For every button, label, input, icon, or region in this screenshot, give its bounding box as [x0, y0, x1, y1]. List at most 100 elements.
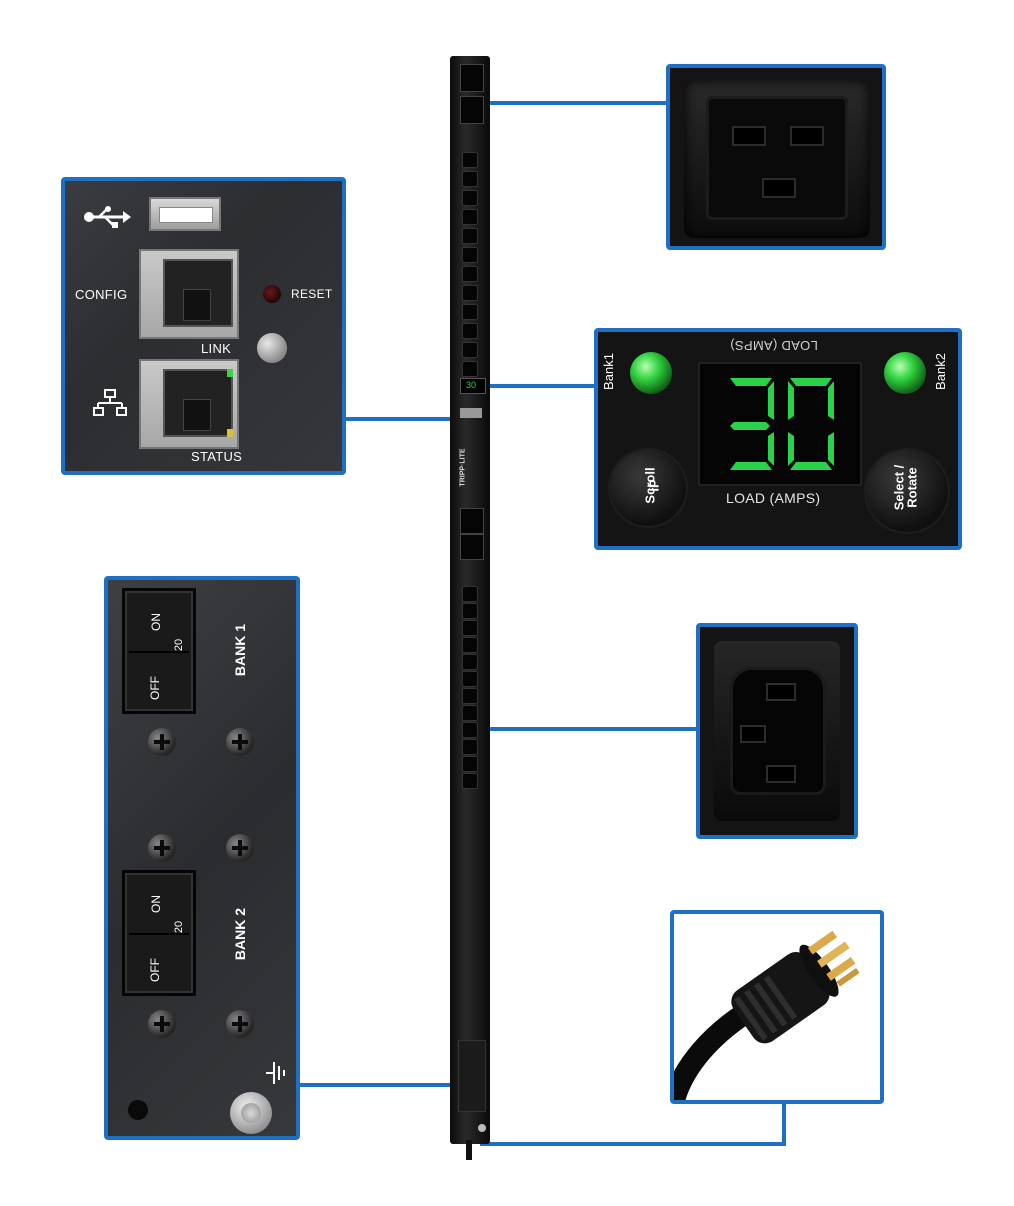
callout-line-plug-h [480, 1142, 786, 1146]
display-panel: Bank1 Bank2 LOAD (AMPS) 30 LOAD (AMPS) S… [594, 328, 962, 550]
c13-slot [740, 725, 766, 743]
pdu-c13-outlet [462, 773, 478, 789]
bank2-led [884, 352, 926, 394]
config-label: CONFIG [75, 287, 128, 302]
pdu-cord [466, 1140, 472, 1160]
pdu-brand-logo: TRIPP·LITE [458, 448, 482, 492]
callout-line-display [488, 384, 594, 388]
bank1-rating: 20 [173, 638, 186, 652]
pdu-c13-outlet [462, 722, 478, 738]
mounting-screw [148, 728, 176, 756]
ip-label: IP [646, 479, 662, 492]
network-panel: CONFIG LINK RESET STATUS [61, 177, 346, 475]
status-led [257, 333, 287, 363]
pdu-c13-outlet [462, 671, 478, 687]
mounting-screw [226, 1010, 254, 1038]
pdu-c13-outlet [462, 637, 478, 653]
mounting-screw [226, 728, 254, 756]
pdu-strip: 30 TRIPP·LITE [450, 56, 490, 1144]
link-label: LINK [201, 341, 232, 356]
bank2-breaker-switch[interactable]: ON 20 OFF [122, 870, 196, 996]
load-label-mirrored: LOAD (AMPS) [730, 338, 818, 353]
pdu-c13-outlet [462, 739, 478, 755]
c19-outlet-panel [666, 64, 886, 250]
pdu-c13-outlet [462, 152, 478, 168]
load-label: LOAD (AMPS) [726, 490, 821, 506]
callout-line-network [344, 417, 452, 421]
callout-line-c13 [488, 727, 700, 731]
pdu-c13-outlet [462, 620, 478, 636]
scroll-ip-button[interactable]: Scroll IP [610, 450, 686, 526]
pdu-brand: TRIPP·LITE [459, 448, 467, 487]
callout-line-c19 [488, 101, 670, 105]
c13-outlet-housing [714, 641, 840, 821]
pdu-c13-outlet [462, 304, 478, 320]
c19-outlet-face [706, 96, 848, 220]
config-port[interactable] [139, 249, 239, 339]
pdu-outlet-group-lower [462, 586, 482, 796]
bank1-label: Bank1 [600, 353, 616, 390]
pdu-c13-outlet [462, 266, 478, 282]
ground-icon [266, 1062, 285, 1084]
bank2-off-label: OFF [148, 958, 162, 982]
bank2-on-label: ON [149, 895, 163, 913]
bank1-breaker-switch[interactable]: ON 20 OFF [122, 588, 196, 714]
reset-button[interactable] [263, 285, 281, 303]
c19-slot [762, 178, 796, 198]
pdu-c13-outlet [462, 342, 478, 358]
mounting-screw [226, 834, 254, 862]
power-plug-image [663, 930, 860, 1111]
pdu-c13-outlet [462, 654, 478, 670]
pdu-c13-outlet [462, 285, 478, 301]
pdu-network-ports [460, 408, 482, 418]
pdu-mini-display: 30 [460, 378, 486, 394]
pdu-mini-readout: 30 [466, 380, 477, 390]
c13-slot [766, 683, 796, 701]
pdu-c19-outlet [460, 96, 484, 124]
pdu-c13-outlet [462, 247, 478, 263]
bank1-on-label: ON [149, 613, 163, 631]
pdu-c13-outlet [462, 705, 478, 721]
reset-label: RESET [291, 287, 333, 301]
usb-icon [84, 206, 131, 228]
rotate-label: Rotate [904, 467, 920, 508]
bank2-label: BANK 2 [232, 907, 249, 961]
bank1-led [630, 352, 672, 394]
pdu-c13-outlet [462, 228, 478, 244]
display-readout: 30 [700, 364, 701, 365]
c19-slot [790, 126, 824, 146]
pdu-c13-outlet [462, 323, 478, 339]
pdu-c13-outlet [462, 756, 478, 772]
status-label: STATUS [191, 449, 243, 464]
ground-screw [230, 1092, 272, 1134]
pdu-c13-outlet [462, 603, 478, 619]
bank2-rating: 20 [173, 920, 186, 934]
pdu-c13-outlet [462, 171, 478, 187]
network-icon [93, 389, 127, 416]
callout-line-plug-v [782, 1100, 786, 1146]
c13-outlet-face [730, 667, 826, 795]
status-port[interactable] [139, 359, 239, 449]
select-rotate-button[interactable]: Select / Rotate [866, 450, 948, 532]
breaker-panel: ON 20 OFF BANK 1 ON 20 OFF BANK 2 [104, 576, 300, 1140]
display-digits [730, 378, 834, 470]
mounting-screw [148, 834, 176, 862]
c13-slot [766, 765, 796, 783]
led-display: 30 [698, 362, 862, 486]
c13-outlet-panel [696, 623, 858, 839]
c19-outlet-housing [684, 80, 870, 238]
mounting-hole [128, 1100, 148, 1120]
bank1-off-label: OFF [148, 676, 162, 700]
pdu-breaker-section [458, 1040, 486, 1112]
pdu-c13-outlet [462, 209, 478, 225]
pdu-c13-outlet [462, 586, 478, 602]
callout-line-breaker [299, 1083, 452, 1087]
bank2-label: Bank2 [932, 353, 948, 390]
pdu-c13-outlet [462, 361, 478, 377]
c19-slot [732, 126, 766, 146]
pdu-c19-outlet [460, 64, 484, 92]
plug-panel [663, 910, 884, 1111]
pdu-c13-outlet [462, 688, 478, 704]
pdu-c13-outlet [462, 190, 478, 206]
usb-port[interactable] [149, 197, 221, 231]
